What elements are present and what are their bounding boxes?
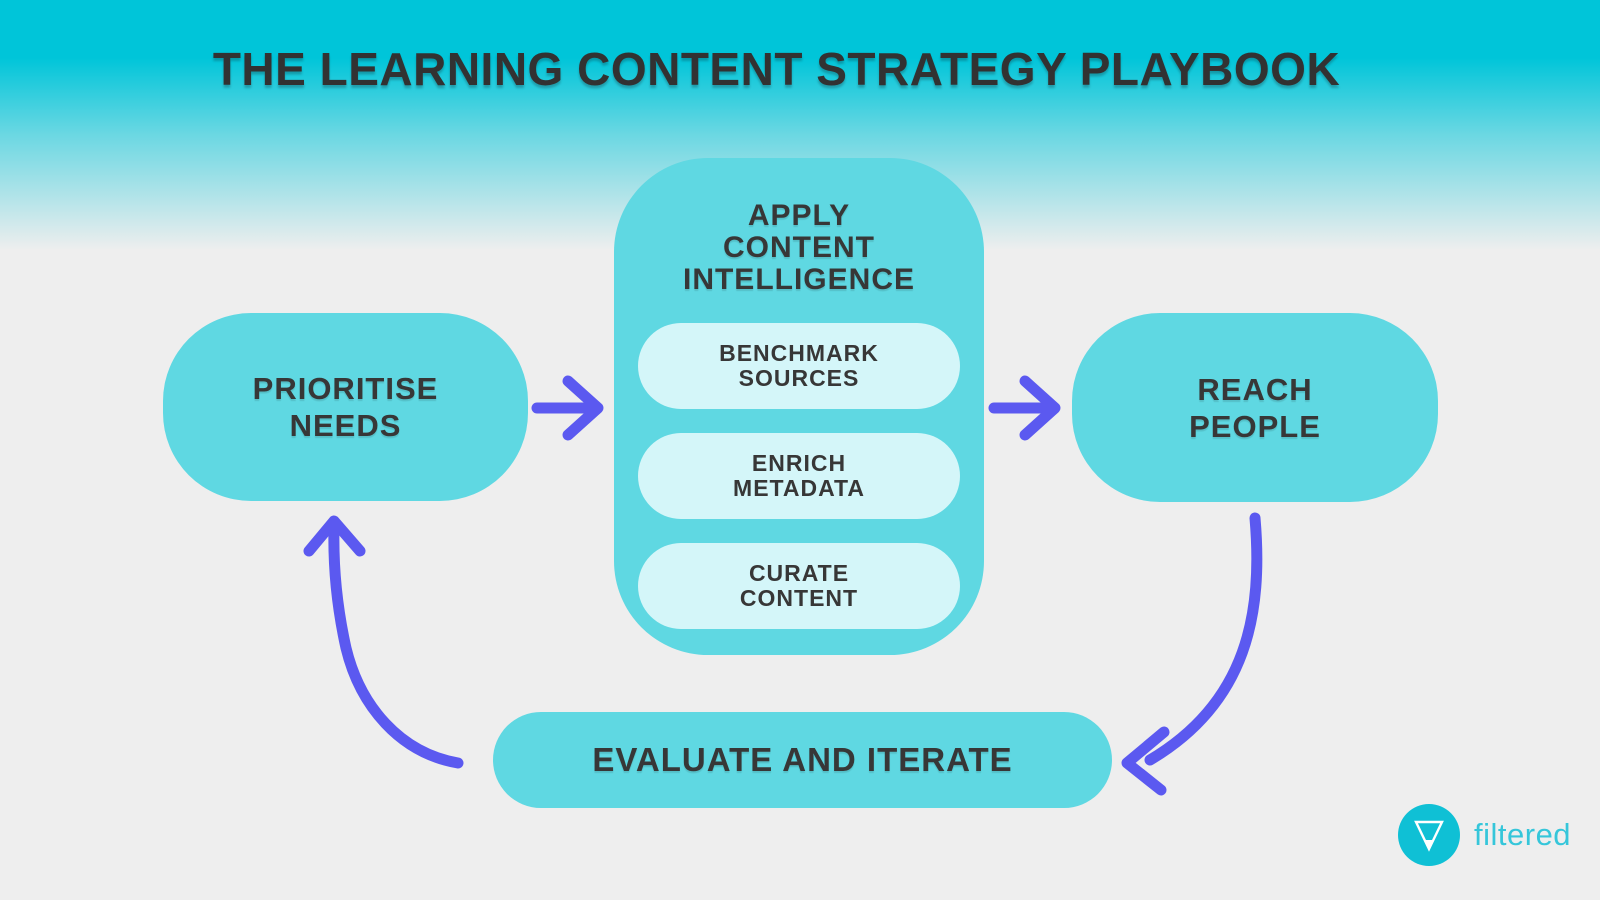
node-line: APPLY <box>747 199 851 232</box>
node-line: PRIORITISE <box>252 371 439 406</box>
arrow-right-icon <box>988 375 1061 441</box>
node-label: PRIORITISE NEEDS <box>253 370 439 444</box>
node-prioritise-needs: PRIORITISE NEEDS <box>163 313 528 501</box>
node-line: INTELLIGENCE <box>682 263 915 296</box>
arrow-right-icon <box>531 375 604 441</box>
substep-line: METADATA <box>733 475 865 501</box>
substep-enrich-metadata: ENRICH METADATA <box>638 433 960 519</box>
node-evaluate-and-iterate: EVALUATE AND ITERATE <box>493 712 1112 808</box>
substep-line: CONTENT <box>739 585 859 611</box>
node-reach-people: REACH PEOPLE <box>1072 313 1438 502</box>
logo-wordmark: filtered <box>1474 817 1572 852</box>
substep-line: BENCHMARK <box>719 340 879 366</box>
node-line: NEEDS <box>289 408 402 443</box>
filtered-logo: filtered <box>1398 804 1571 866</box>
substep-curate-content: CURATE CONTENT <box>638 543 960 629</box>
node-label: REACH PEOPLE <box>1189 371 1321 445</box>
substep-line: SOURCES <box>738 365 860 391</box>
page-title: THE LEARNING CONTENT STRATEGY PLAYBOOK <box>212 43 1341 95</box>
curved-arrow-down-left-icon <box>1121 512 1263 796</box>
curved-arrow-up-icon <box>303 515 464 769</box>
substep-benchmark-sources: BENCHMARK SOURCES <box>638 323 960 409</box>
node-line: CONTENT <box>722 231 875 264</box>
funnel-icon-glyph <box>1414 820 1444 852</box>
node-heading: APPLY CONTENT INTELLIGENCE <box>683 200 915 296</box>
substep-line: ENRICH <box>751 450 847 476</box>
funnel-icon <box>1398 804 1460 866</box>
node-line: EVALUATE AND ITERATE <box>592 741 1013 778</box>
substep-line: CURATE <box>748 560 850 586</box>
node-line: REACH <box>1197 371 1313 407</box>
node-apply-content-intelligence: APPLY CONTENT INTELLIGENCE BENCHMARK SOU… <box>614 158 984 655</box>
node-label: EVALUATE AND ITERATE <box>592 742 1012 778</box>
node-line: PEOPLE <box>1189 408 1321 444</box>
